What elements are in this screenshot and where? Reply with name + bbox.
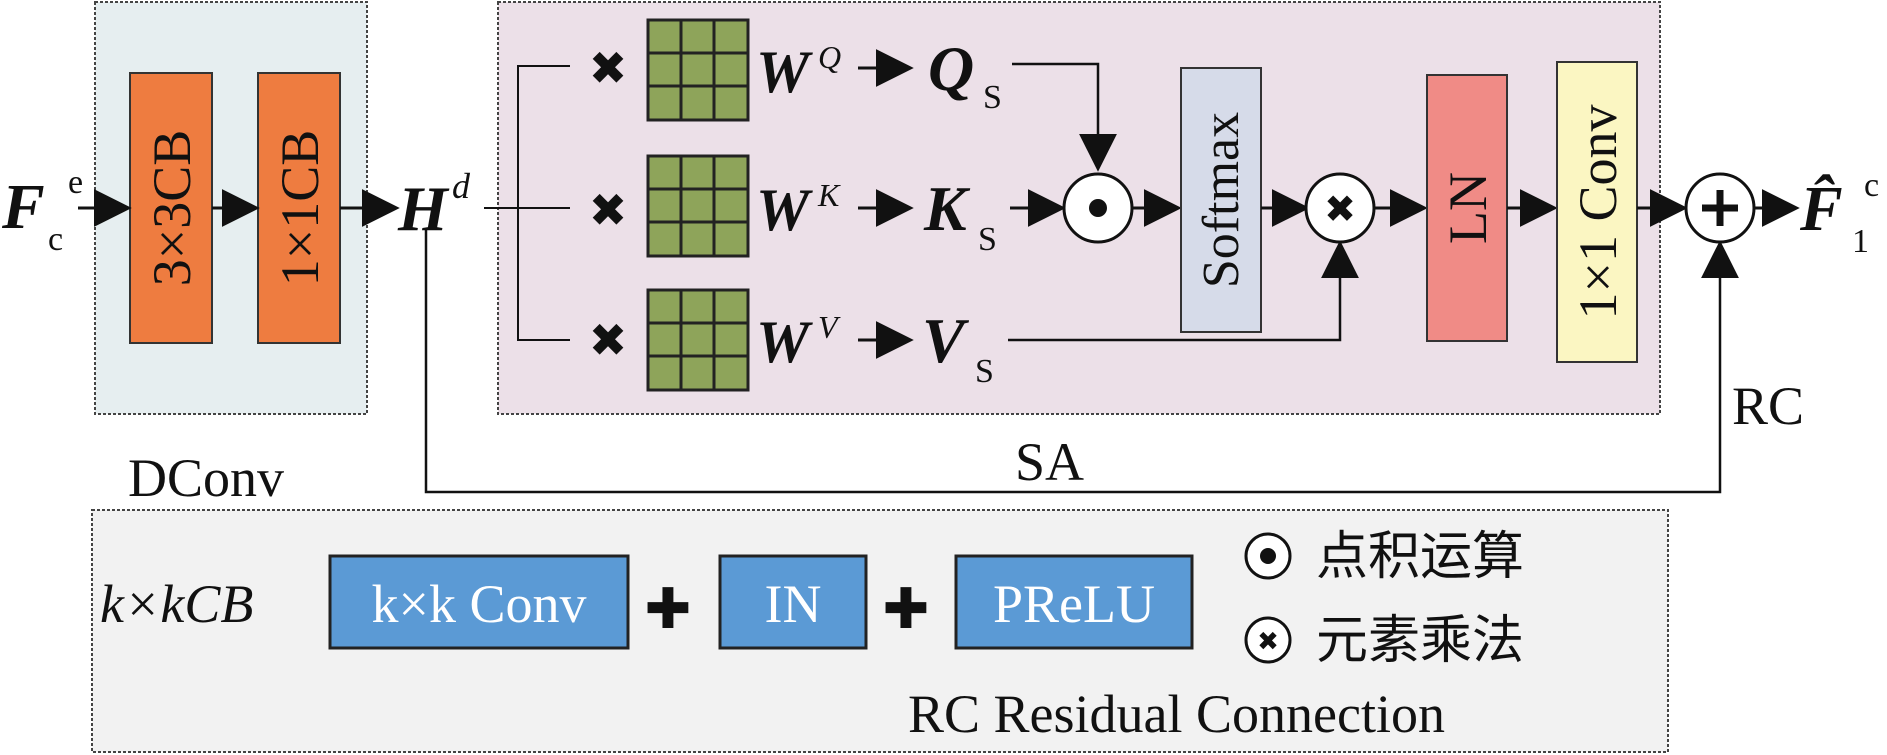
cb-3x3-block [129,72,213,344]
cb-1x1-block [257,72,341,344]
legend-dot-product-center-icon [1260,548,1276,564]
weight-sup-q: Q [818,39,841,75]
weight-sup-v: V [818,309,841,345]
weight-label-k: W [756,177,813,243]
input-sub: c [48,221,63,258]
weight-grid-v [646,288,750,392]
output-symbol: F̂ [1799,173,1843,244]
rc-label: RC [1732,376,1804,436]
legend-dot-product-text: 点积运算 [1316,527,1524,587]
branch-fork [517,65,570,341]
legend-conv-block [328,554,630,650]
ln-label: LN [1438,172,1498,244]
dot-product-center-icon [1089,199,1107,217]
cb-1x1-label: 1×1CB [270,130,330,287]
legend-in-block [718,554,868,650]
arrow-v-mult [1008,240,1359,342]
input-sup: e [68,164,83,201]
sa-label: SA [1015,432,1084,492]
output-sup: c [1864,167,1879,204]
ln-block [1426,74,1508,342]
arrow-q-dot [1012,62,1117,172]
v-sub: S [975,353,994,390]
legend-rc-text: RC Residual Connection [908,684,1445,744]
legend-plus-icon-2: ✚ [883,577,930,642]
legend-conv-label: k×k Conv [372,574,587,634]
q-sub: S [983,79,1002,116]
weight-label-v: W [756,309,813,375]
legend-element-mult-symbol-icon: ✖ [1257,627,1279,657]
cb-3x3-label: 3×3CB [142,130,202,287]
input-symbol: F [1,171,45,242]
conv-1x1-label: 1×1 Conv [1568,105,1628,320]
legend-in-label: IN [765,574,822,634]
weight-grid-k [646,154,750,258]
conv-1x1-block [1556,61,1638,363]
weight-grid-q [646,18,750,122]
legend-element-mult-icon [1244,616,1292,664]
k-sub: S [978,221,997,258]
k-symbol: K [923,173,971,244]
q-symbol: Q [928,33,974,104]
mult-icon-k: ✖ [589,183,628,237]
legend-element-mult-text: 元素乘法 [1316,611,1524,671]
residual-connection-line [424,230,1739,494]
dconv-label: DConv [128,448,284,508]
hidden-sup: d [452,166,471,206]
weight-sup-k: K [817,177,841,213]
mult-icon-v: ✖ [589,313,628,367]
output-sub: 1 [1852,223,1869,260]
legend-prelu-label: PReLU [993,574,1155,634]
legend-plus-icon-1: ✚ [645,577,692,642]
element-mult-symbol-icon: ✖ [1324,187,1356,231]
mult-icon-q: ✖ [589,41,628,95]
legend-prelu-block [954,554,1194,650]
v-symbol: V [922,305,970,376]
softmax-block [1180,67,1262,333]
weight-label-q: W [756,39,813,105]
legend-kcb-label: k×kCB [100,574,253,634]
softmax-label: Softmax [1193,112,1250,288]
hidden-symbol: H [397,173,450,244]
